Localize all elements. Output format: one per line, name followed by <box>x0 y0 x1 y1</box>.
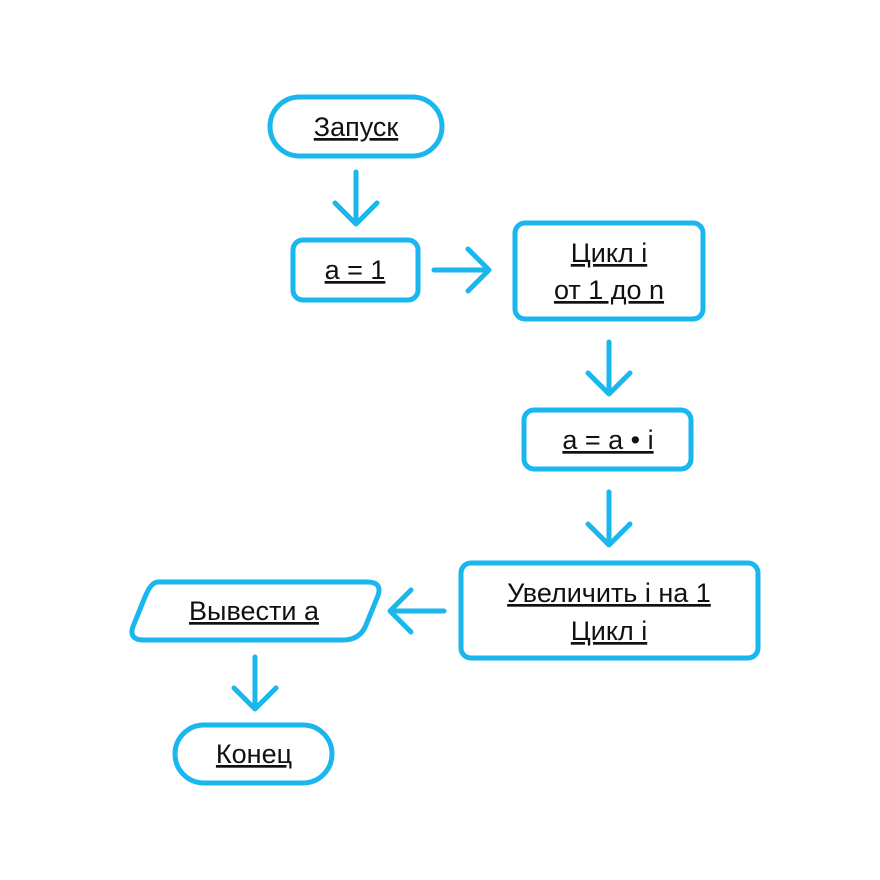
increment-node-line2: Цикл i <box>571 616 647 646</box>
increment-node: Увеличить i на 1 Цикл i <box>458 560 761 661</box>
arrow-loop-to-multiply <box>585 339 633 397</box>
loop-node-line1: Цикл i <box>571 238 647 268</box>
loop-node: Цикл i от 1 до n <box>512 220 706 322</box>
init-node-label: a = 1 <box>325 255 386 285</box>
start-node-label: Запуск <box>314 112 399 142</box>
loop-node-line2: от 1 до n <box>554 275 664 305</box>
multiply-node: a = a • i <box>521 407 694 472</box>
arrow-output-to-end <box>231 654 279 712</box>
multiply-node-label: a = a • i <box>562 425 653 455</box>
increment-node-line1: Увеличить i на 1 <box>507 578 711 608</box>
arrow-start-to-init <box>332 169 380 227</box>
arrow-init-to-loop <box>431 246 492 294</box>
end-node-label: Конец <box>216 739 292 769</box>
end-node: Конец <box>172 722 335 786</box>
output-node-label: Вывести a <box>189 596 320 626</box>
arrow-increment-to-output <box>387 587 447 635</box>
init-node: a = 1 <box>290 237 421 303</box>
arrow-multiply-to-increment <box>585 489 633 548</box>
start-node: Запуск <box>267 94 445 159</box>
output-node: Вывести a <box>129 579 382 643</box>
